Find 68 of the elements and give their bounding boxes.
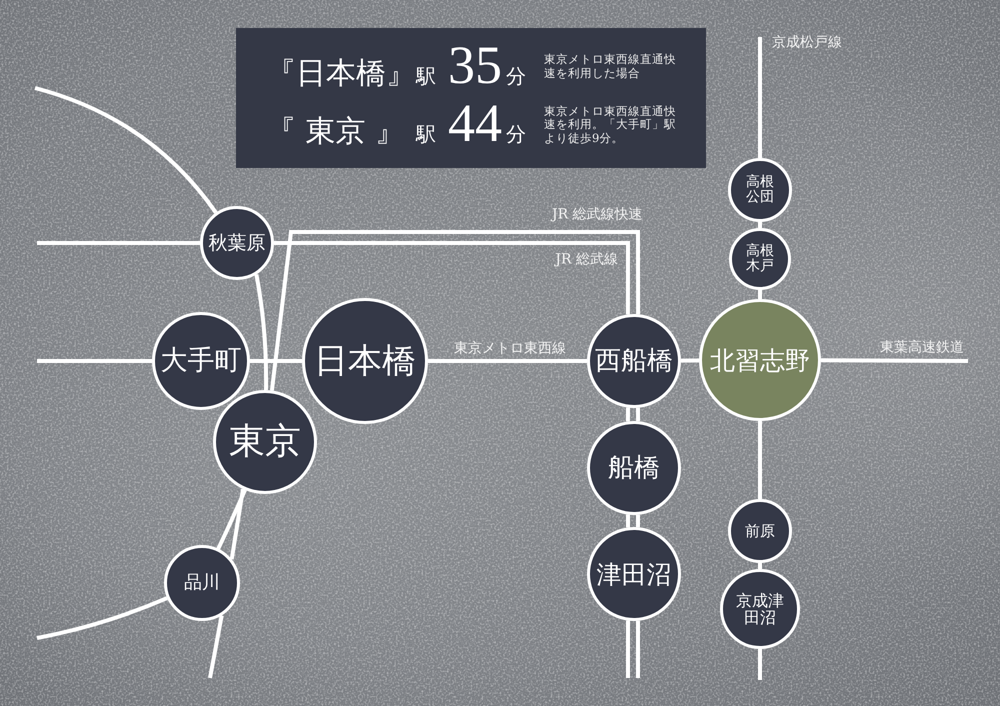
station-circle bbox=[587, 527, 681, 621]
travel-time: 35 bbox=[448, 38, 502, 92]
station-circle bbox=[728, 499, 792, 563]
station-name: 京成津田沼 bbox=[736, 592, 784, 626]
station-circle bbox=[728, 158, 792, 222]
travel-time: 44 bbox=[448, 96, 502, 150]
station-circle bbox=[164, 545, 240, 621]
station-circle bbox=[699, 299, 821, 421]
rail-line bbox=[626, 514, 630, 528]
route-note: 東京メトロ東西線直通快速を利用した場合 bbox=[544, 53, 676, 81]
station-name: 西船橋 bbox=[595, 346, 673, 376]
station-suffix: 駅 bbox=[416, 124, 436, 144]
info-panel bbox=[236, 28, 706, 168]
station-name: 日本橋 bbox=[314, 342, 416, 380]
rail-line bbox=[758, 37, 762, 158]
edge-label: 京成松戸線 bbox=[772, 35, 842, 51]
edge-label: JR 総武線快速 bbox=[552, 207, 643, 223]
station-name: 津田沼 bbox=[596, 560, 672, 588]
rail-line bbox=[758, 563, 762, 569]
station-heading: 『日本橋』 bbox=[266, 59, 416, 89]
rail-line bbox=[821, 358, 968, 363]
station-suffix: 駅 bbox=[416, 66, 436, 86]
station-name: 高根公団 bbox=[746, 174, 774, 206]
rail-line bbox=[626, 408, 630, 422]
station-heading: 『 東京 』 bbox=[266, 117, 406, 147]
rail-line bbox=[250, 359, 302, 363]
rail-line bbox=[636, 620, 640, 678]
time-unit: 分 bbox=[506, 124, 526, 144]
station-name: 秋葉原 bbox=[208, 232, 266, 254]
edge-label: 東葉高速鉄道 bbox=[880, 340, 964, 356]
rail-line bbox=[758, 222, 762, 228]
station-circle bbox=[200, 206, 274, 280]
rail-line bbox=[636, 408, 640, 422]
station-name: 前原 bbox=[745, 522, 775, 540]
station-circle bbox=[587, 421, 681, 515]
time-unit: 分 bbox=[506, 66, 526, 86]
rail-line bbox=[37, 241, 200, 245]
station-name: 北習志野 bbox=[710, 346, 810, 374]
rail-line bbox=[270, 230, 640, 391]
rail-line bbox=[37, 359, 152, 363]
station-name: 高根木戸 bbox=[746, 244, 774, 274]
rail-line bbox=[216, 489, 247, 550]
rail-line bbox=[208, 615, 224, 678]
rail-line bbox=[626, 620, 630, 678]
rail-line bbox=[758, 649, 762, 680]
station-name: 品川 bbox=[184, 573, 220, 593]
rail-line bbox=[758, 290, 762, 299]
rail-line bbox=[274, 241, 630, 314]
rail-line bbox=[34, 86, 218, 214]
rail-line bbox=[230, 488, 245, 560]
station-circle bbox=[302, 298, 428, 424]
station-name: 東京 bbox=[229, 422, 301, 462]
rail-line bbox=[636, 514, 640, 528]
rail-line bbox=[428, 359, 587, 363]
station-name: 船橋 bbox=[608, 454, 660, 482]
station-circle bbox=[587, 314, 681, 408]
station-circle bbox=[213, 390, 317, 494]
route-note: 東京メトロ東西線直通快速を利用。「大手町」駅より徒歩9分。 bbox=[544, 104, 676, 146]
rail-line bbox=[36, 596, 168, 640]
station-circle bbox=[152, 312, 250, 410]
rail-line bbox=[680, 358, 700, 363]
rail-line bbox=[758, 421, 762, 499]
edge-label: 東京メトロ東西線 bbox=[454, 341, 566, 357]
rail-line bbox=[254, 274, 268, 390]
edge-label: JR 総武線 bbox=[555, 252, 618, 268]
station-name: 大手町 bbox=[160, 346, 242, 376]
station-circle bbox=[720, 569, 800, 649]
station-circle bbox=[729, 228, 791, 290]
